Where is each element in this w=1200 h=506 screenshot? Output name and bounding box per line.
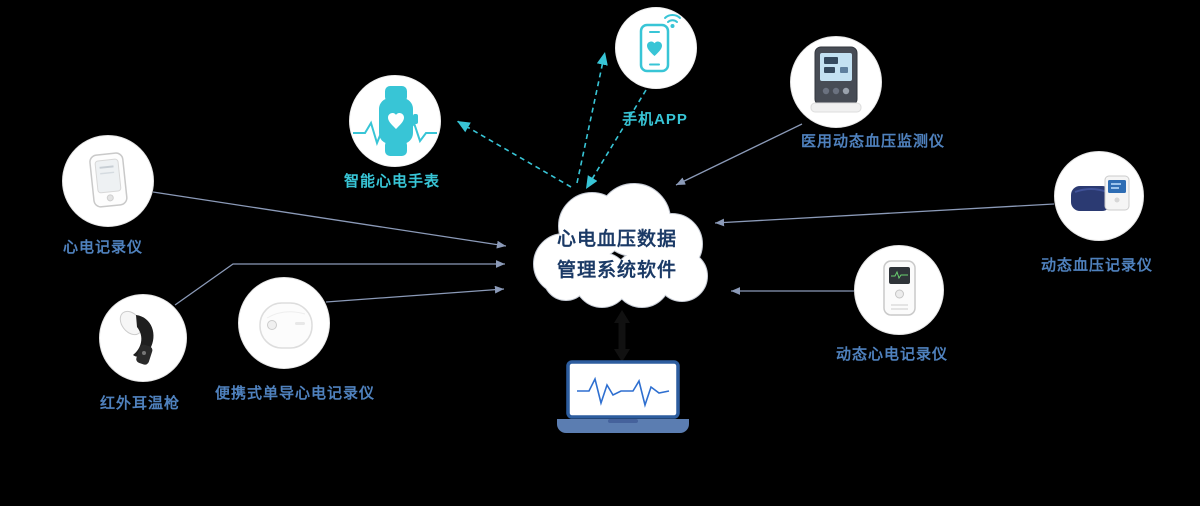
smartphone-icon [639,14,681,73]
bp-monitor-device-icon [810,46,862,113]
arrow-bp-recorder-to-cloud [714,203,1055,227]
arrow-ecg-recorder-to-cloud [152,191,507,249]
cloud-title-line2: 管理系统软件 [556,260,677,281]
cloud-title-line1: 心电血压数据 [556,229,677,250]
arrow-bp-monitor-to-cloud [675,123,803,186]
label-bp-monitor: 医用动态血压监测仪 [800,133,946,150]
arrow-phone-to-cloud [585,89,647,190]
arrow-cloud-to-watch [456,120,572,188]
label-portable-ecg: 便携式单导心电记录仪 [214,385,376,402]
smartwatch-icon [353,86,437,156]
arrow-cloud-to-phone [576,51,608,184]
laptop-workstation [553,360,693,436]
node-portable-ecg [238,277,330,369]
label-phone: 手机APP [622,111,688,128]
portable-ecg-device-icon [259,302,313,349]
node-bp-recorder [1054,151,1144,241]
label-bp-recorder: 动态血压记录仪 [1040,257,1154,274]
ecg-recorder-device-icon [89,152,128,208]
ear-thermometer-icon [119,310,154,365]
node-phone [615,7,697,89]
label-ear-device: 红外耳温枪 [99,395,181,412]
laptop-ecg-icon [557,360,689,433]
cloud-title: 心电血压数据 管理系统软件 [512,224,722,286]
cloud-shape [512,176,722,316]
node-watch [349,75,441,167]
label-watch: 智能心电手表 [343,173,441,190]
cloud-icon [533,183,708,308]
bp-recorder-device-icon [1071,175,1130,211]
node-holter [854,245,944,335]
arrow-ear-device-to-cloud [174,260,505,306]
holter-device-icon [883,260,916,316]
node-ear-device [99,294,187,382]
node-bp-monitor [790,36,882,128]
arrow-cloud-laptop-bidirectional [614,310,630,362]
label-ecg-recorder: 心电记录仪 [62,239,144,256]
label-holter: 动态心电记录仪 [835,346,949,363]
node-ecg-recorder [62,135,154,227]
arrow-portable-ecg-to-cloud [325,285,505,303]
